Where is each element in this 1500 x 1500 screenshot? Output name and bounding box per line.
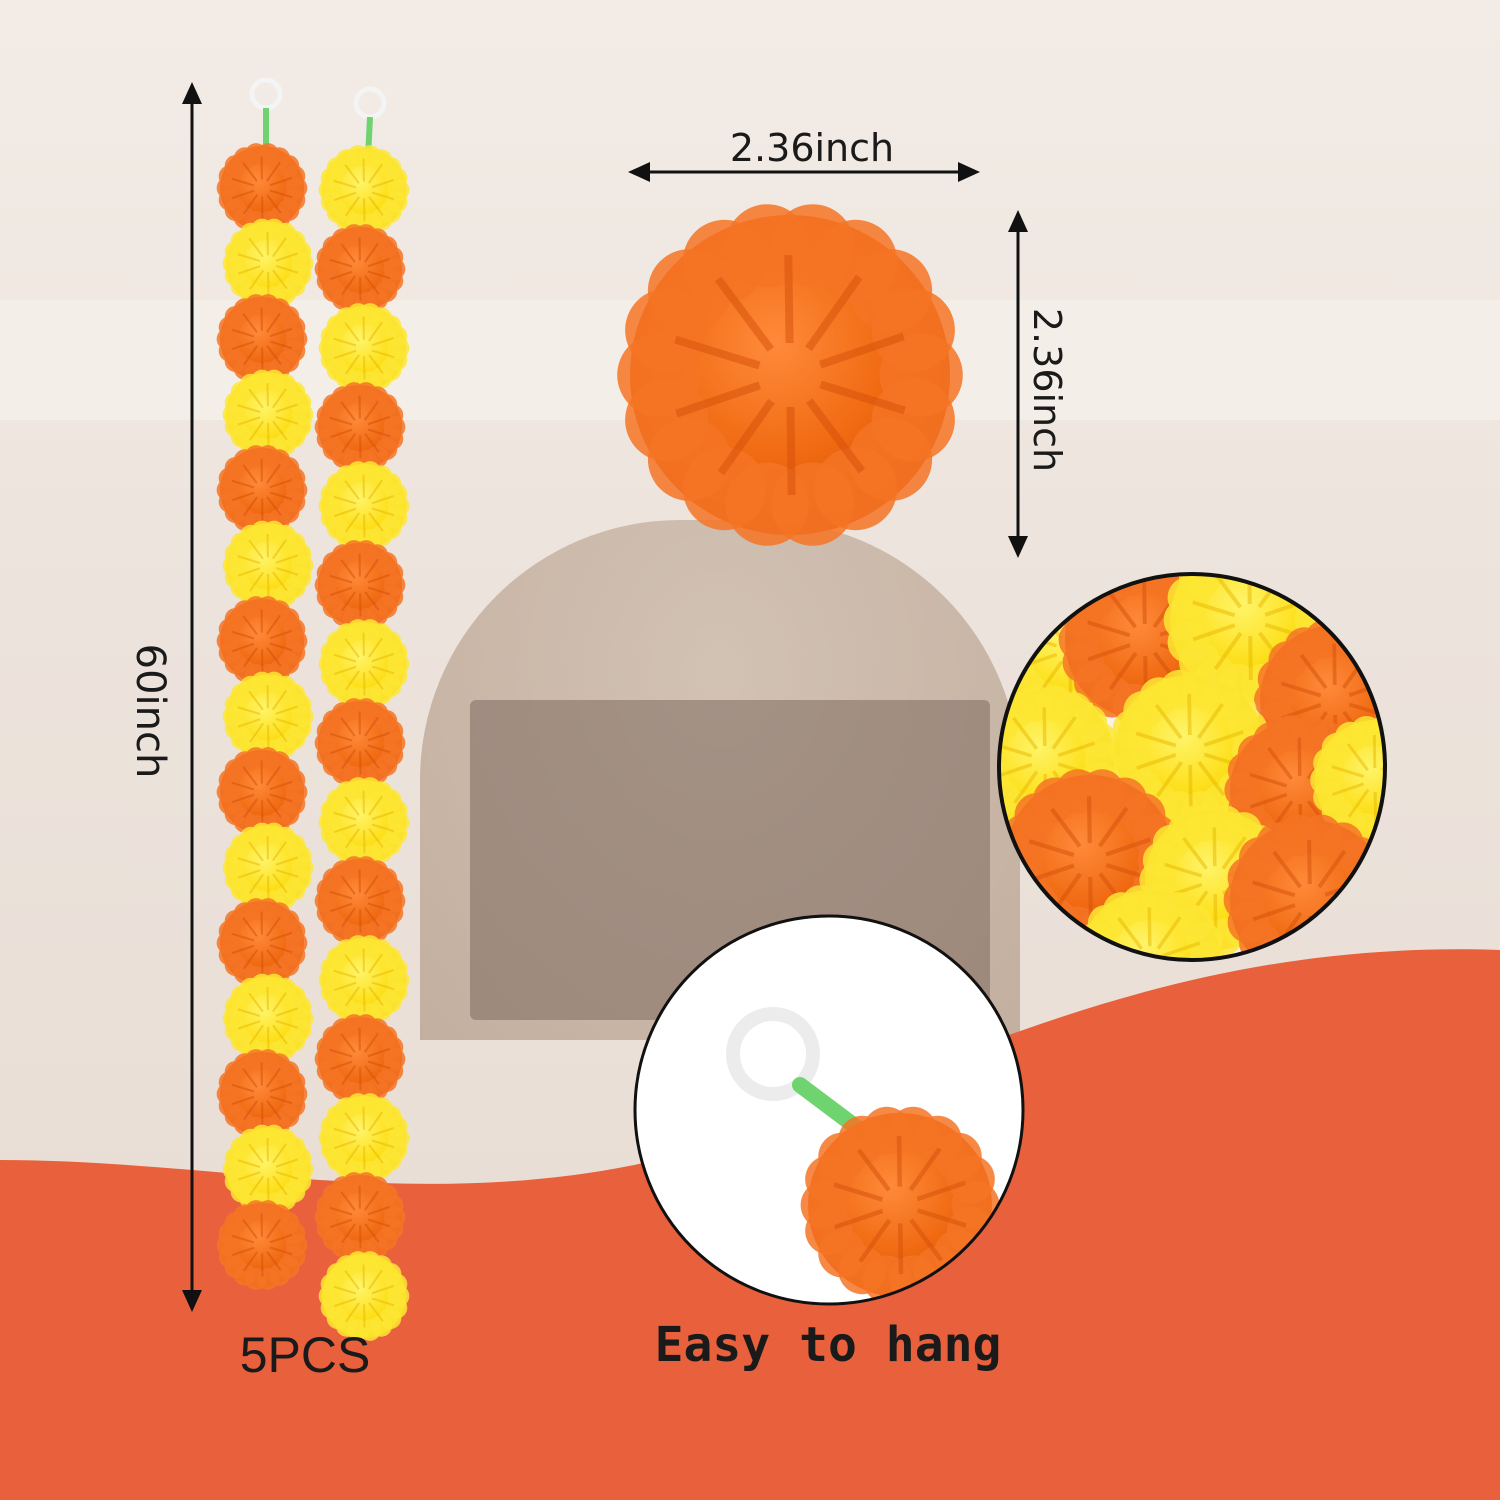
orange-marigold-flower: [314, 540, 406, 630]
easy-to-hang-label: Easy to hang: [654, 1317, 1002, 1373]
yellow-marigold-flower: [318, 1251, 410, 1341]
yellow-marigold-flower: [222, 822, 314, 913]
yellow-marigold-flower: [222, 671, 314, 762]
orange-marigold-flower: [216, 143, 308, 233]
yellow-marigold-flower: [318, 1093, 410, 1183]
orange-marigold-flower: [314, 224, 406, 314]
detail-closeup: [997, 572, 1387, 962]
length-label: 60inch: [127, 643, 173, 779]
yellow-marigold-flower: [318, 461, 410, 551]
yellow-marigold-flower: [318, 145, 410, 235]
garland-strand-left: [216, 143, 314, 1290]
yellow-marigold-flower: [318, 777, 410, 867]
width-arrow: [628, 162, 980, 182]
hook-closeup: [633, 914, 1025, 1306]
orange-marigold-flower: [216, 596, 308, 686]
length-arrow: [182, 82, 202, 1312]
yellow-marigold-flower: [222, 1124, 314, 1215]
height-label: 2.36inch: [1025, 307, 1069, 473]
yellow-marigold-flower: [318, 935, 410, 1025]
orange-marigold-flower: [314, 856, 406, 946]
single-marigold-flower: [617, 204, 963, 546]
width-label: 2.36inch: [729, 126, 895, 170]
orange-marigold-flower: [314, 382, 406, 472]
yellow-marigold-flower: [222, 520, 314, 611]
orange-marigold-flower: [314, 1172, 406, 1262]
height-arrow: [1008, 210, 1028, 558]
orange-marigold-flower: [216, 1200, 308, 1290]
orange-marigold-flower: [617, 204, 963, 546]
yellow-marigold-flower: [318, 303, 410, 393]
garland-strand-right: [314, 145, 410, 1341]
orange-marigold-flower: [800, 1106, 1000, 1304]
quantity-label: 5PCS: [239, 1327, 371, 1383]
orange-marigold-flower: [314, 698, 406, 788]
orange-marigold-flower: [314, 1014, 406, 1104]
yellow-marigold-flower: [318, 619, 410, 709]
